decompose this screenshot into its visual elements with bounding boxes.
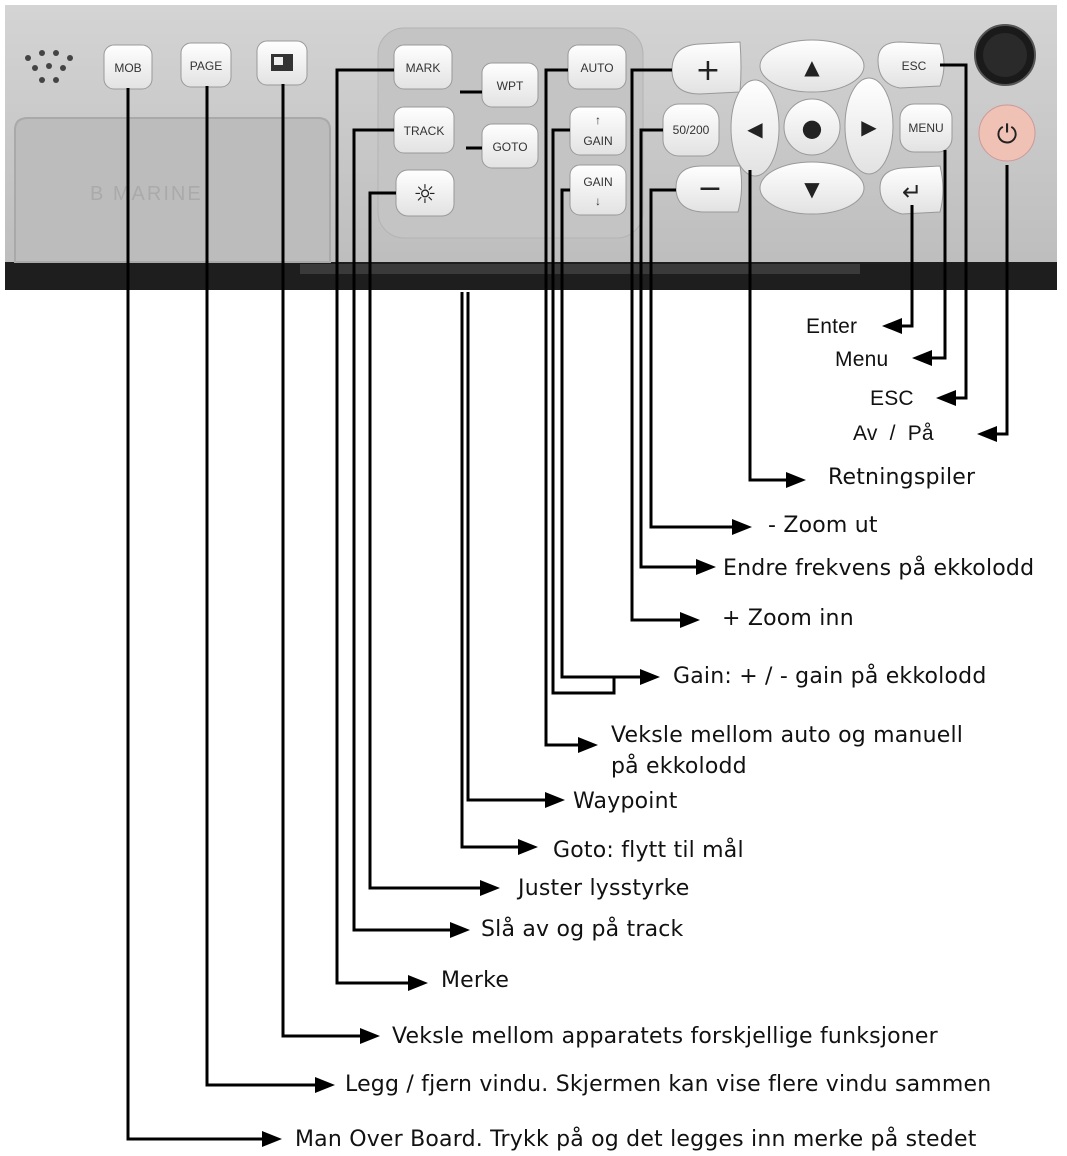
svg-text:GOTO: GOTO [492,140,527,154]
label-window: Legg / fjern vindu. Skjermen kan vise fl… [345,1072,992,1097]
arrow-down-icon: ▼ [804,177,820,201]
label-brightness: Juster lysstyrke [518,876,690,901]
label-mark: Merke [441,968,510,993]
arrow-up-button[interactable]: ▲ [759,39,865,93]
control-panel: B MARINE MOB PAGE MARK TRACK ☼ WPT GOTO [5,5,1057,290]
label-goto: Goto: flytt til mål [553,838,744,863]
rotary-knob[interactable] [974,24,1036,86]
up-arrow-icon: ↑ [595,113,601,127]
label-direction-arrows: Retningspiler [828,465,976,490]
auto-button[interactable]: AUTO [567,44,627,90]
arrow-right-button[interactable]: ▶ [844,77,894,175]
brand-text: B MARINE [90,183,203,205]
gain-up-button[interactable]: ↑ GAIN [569,106,627,156]
arrow-left-button[interactable]: ◀ [730,79,780,177]
wpt-button[interactable]: WPT [481,62,539,108]
power-button[interactable]: ⏻ [978,104,1036,162]
label-frequency: Endre frekvens på ekkolodd [723,556,1035,581]
arrow-right-icon: ▶ [861,115,877,139]
label-track: Slå av og på track [481,917,684,942]
svg-text:MARK: MARK [406,61,441,75]
card-slot-cover [14,117,331,263]
svg-text:TRACK: TRACK [404,124,445,138]
svg-text:GAIN: GAIN [583,175,612,189]
arrow-up-icon: ▲ [804,55,820,79]
label-waypoint: Waypoint [573,789,678,814]
mob-button[interactable]: MOB [103,44,153,90]
svg-text:−: − [697,171,722,206]
frequency-button[interactable]: 50/200 [662,103,720,157]
label-auto-line1: Veksle mellom auto og manuell [611,723,964,748]
brightness-icon: ☼ [413,180,436,210]
label-zoom-in: + Zoom inn [722,606,854,631]
label-auto-line2: på ekkolodd [611,754,747,779]
label-page-key: Veksle mellom apparatets forskjellige fu… [392,1024,938,1049]
svg-text:AUTO: AUTO [580,61,613,75]
label-enter: Enter [806,315,858,338]
svg-text:WPT: WPT [497,79,524,93]
enter-button[interactable]: ↵ [879,165,944,215]
mark-button[interactable]: MARK [393,44,453,90]
svg-text:GAIN: GAIN [583,134,612,148]
brightness-button[interactable]: ☼ [395,169,455,217]
svg-text:ESC: ESC [902,59,927,73]
down-arrow-icon: ↓ [595,194,601,208]
label-esc: ESC [870,387,914,410]
power-icon: ⏻ [997,120,1018,150]
zoom-out-button[interactable]: − [675,165,743,213]
arrow-down-button[interactable]: ▼ [759,161,865,215]
goto-button[interactable]: GOTO [481,123,539,169]
label-gain: Gain: + / - gain på ekkolodd [673,664,987,689]
label-power: Av / På [853,422,934,445]
label-menu: Menu [835,348,889,371]
center-button[interactable]: ● [783,98,841,156]
page-button[interactable]: PAGE [180,42,232,88]
speaker-grille-icon [25,50,73,83]
menu-button[interactable]: MENU [899,103,953,153]
label-mob: Man Over Board. Trykk på og det legges i… [295,1127,977,1152]
svg-text:MENU: MENU [908,121,943,135]
center-dot-icon: ● [802,114,823,142]
svg-text:MOB: MOB [114,61,141,75]
svg-text:+: + [695,53,720,88]
svg-text:PAGE: PAGE [190,59,222,73]
arrow-left-icon: ◀ [747,117,763,141]
enter-icon: ↵ [902,178,922,206]
svg-text:50/200: 50/200 [673,123,710,137]
label-zoom-out: - Zoom ut [768,513,878,538]
zoom-in-button[interactable]: + [671,41,742,95]
